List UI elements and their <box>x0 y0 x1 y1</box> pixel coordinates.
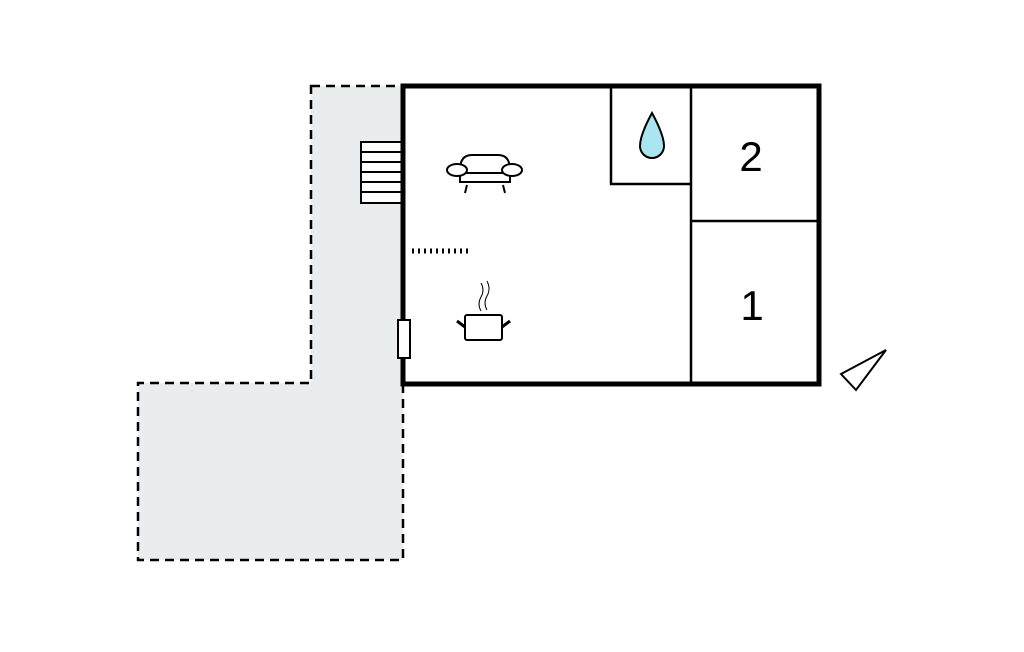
north-arrow-icon <box>839 349 887 392</box>
cooking-pot-icon <box>456 280 511 341</box>
stairs-icon <box>360 141 404 204</box>
water-drop-icon <box>638 110 666 159</box>
interior-walls <box>609 86 819 384</box>
bedroom-2-label: 2 <box>739 133 762 180</box>
sofa-icon <box>446 154 523 194</box>
exterior-wall <box>400 83 822 387</box>
bedroom-1-label: 1 <box>740 282 763 329</box>
door-icon <box>397 319 411 359</box>
